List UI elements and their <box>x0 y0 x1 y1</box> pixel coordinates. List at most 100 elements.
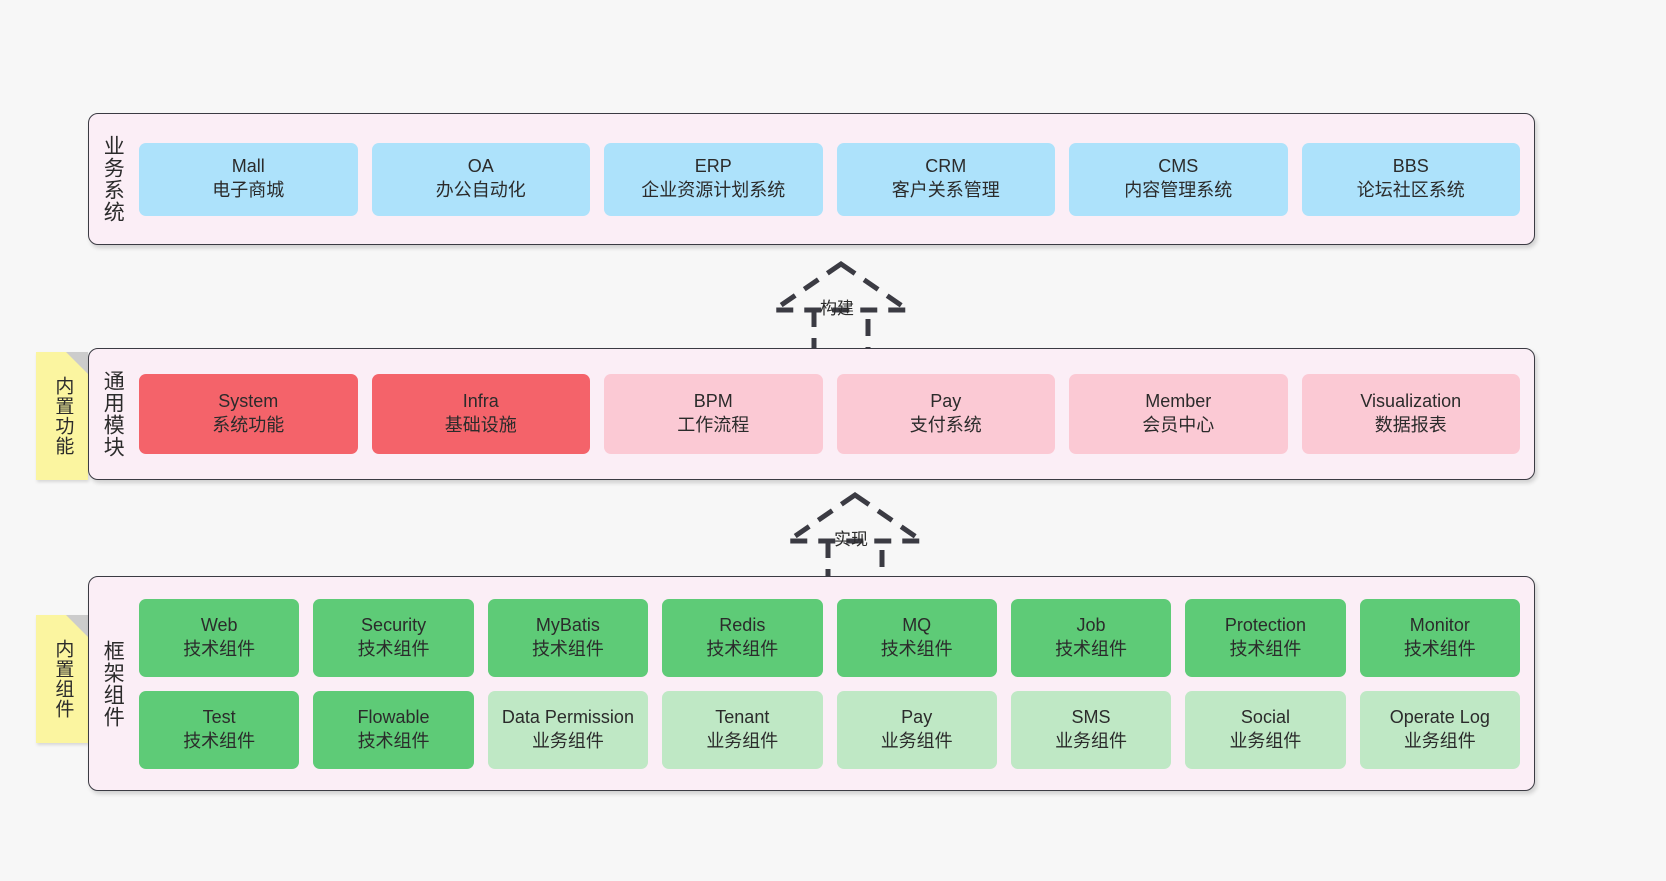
card-oa[interactable]: OA 办公自动化 <box>371 142 590 216</box>
card-title: MyBatis <box>535 614 600 635</box>
card-social[interactable]: Social 业务组件 <box>1185 690 1346 769</box>
card-data-permission[interactable]: Data Permission 业务组件 <box>487 690 649 769</box>
card-job[interactable]: Job 技术组件 <box>1010 598 1172 677</box>
card-web[interactable]: Web 技术组件 <box>139 598 300 677</box>
card-title: Data Permission <box>501 706 634 727</box>
card-subtitle: 基础设施 <box>444 415 517 435</box>
framework-row-tech: Web 技术组件 Security 技术组件 MyBatis 技术组件 Redi… <box>139 598 1520 677</box>
layer-common-modules: 通用模块 System 系统功能 Infra 基础设施 BPM 工作流程 Pay… <box>88 348 1535 480</box>
card-subtitle: 业务组件 <box>531 730 604 751</box>
card-title: Test <box>202 706 236 727</box>
card-mybatis[interactable]: MyBatis 技术组件 <box>487 598 649 677</box>
card-member[interactable]: Member 会员中心 <box>1069 374 1288 454</box>
card-subtitle: 会员中心 <box>1142 415 1215 435</box>
card-title: Visualization <box>1360 391 1462 412</box>
card-pay-module[interactable]: Pay 支付系统 <box>836 374 1055 454</box>
card-infra[interactable]: Infra 基础设施 <box>371 374 590 454</box>
layer-title-business: 业务系统 <box>101 135 125 223</box>
card-subtitle: 技术组件 <box>1055 638 1128 659</box>
card-title: Security <box>361 614 427 635</box>
card-subtitle: 技术组件 <box>357 730 430 751</box>
card-title: BPM <box>693 391 733 412</box>
arrow-build-generalization: 构建 <box>756 258 926 354</box>
card-subtitle: 技术组件 <box>706 638 779 659</box>
card-subtitle: 业务组件 <box>1403 730 1476 751</box>
card-title: Job <box>1076 614 1106 635</box>
sticky-fold-corner-icon <box>66 352 88 374</box>
card-title: CRM <box>925 156 967 177</box>
card-visualization[interactable]: Visualization 数据报表 <box>1301 374 1520 454</box>
card-monitor[interactable]: Monitor 技术组件 <box>1359 598 1520 677</box>
card-title: Social <box>1240 706 1290 727</box>
card-subtitle: 技术组件 <box>183 730 256 751</box>
layer-body-common: System 系统功能 Infra 基础设施 BPM 工作流程 Pay 支付系统… <box>135 349 1534 479</box>
card-protection[interactable]: Protection 技术组件 <box>1185 598 1346 677</box>
card-title: Redis <box>719 614 766 635</box>
card-title: ERP <box>694 156 732 177</box>
card-title: Monitor <box>1409 614 1470 635</box>
card-title: CMS <box>1158 156 1199 177</box>
arrow-implement-label: 实现 <box>834 530 868 549</box>
card-mall[interactable]: Mall 电子商城 <box>139 142 358 216</box>
card-subtitle: 技术组件 <box>1229 638 1302 659</box>
card-flowable[interactable]: Flowable 技术组件 <box>313 690 474 769</box>
card-title: Flowable <box>357 706 430 727</box>
card-title: BBS <box>1392 156 1429 177</box>
card-mq[interactable]: MQ 技术组件 <box>836 598 997 677</box>
card-subtitle: 技术组件 <box>531 638 604 659</box>
card-title: System <box>218 391 279 412</box>
card-cms[interactable]: CMS 内容管理系统 <box>1069 142 1288 216</box>
card-operate-log[interactable]: Operate Log 业务组件 <box>1359 690 1520 769</box>
arrow-implement-generalization: 实现 <box>770 489 940 585</box>
layer-title-common: 通用模块 <box>101 370 125 458</box>
card-title: SMS <box>1071 706 1111 727</box>
sticky-note-label: 内置组件 <box>52 639 74 719</box>
card-title: Member <box>1145 391 1212 412</box>
card-subtitle: 技术组件 <box>357 638 430 659</box>
card-title: Tenant <box>715 706 770 727</box>
layer-title-framework: 框架组件 <box>101 639 125 728</box>
layer-business-systems: 业务系统 Mall 电子商城 OA 办公自动化 ERP 企业资源计划系统 CRM… <box>88 113 1535 245</box>
card-title: Web <box>200 614 238 635</box>
card-subtitle: 数据报表 <box>1374 415 1447 435</box>
card-crm[interactable]: CRM 客户关系管理 <box>836 142 1055 216</box>
card-title: Infra <box>462 391 499 412</box>
card-system[interactable]: System 系统功能 <box>139 374 358 454</box>
layer-body-business: Mall 电子商城 OA 办公自动化 ERP 企业资源计划系统 CRM 客户关系… <box>135 114 1534 244</box>
card-subtitle: 电子商城 <box>212 180 285 200</box>
card-title: Pay <box>930 391 962 412</box>
arrow-build-label: 构建 <box>820 299 854 318</box>
card-title: Mall <box>231 156 265 177</box>
card-subtitle: 内容管理系统 <box>1124 180 1233 200</box>
card-subtitle: 论坛社区系统 <box>1356 180 1465 200</box>
card-pay-component[interactable]: Pay 业务组件 <box>836 690 997 769</box>
card-title: Operate Log <box>1389 706 1490 727</box>
card-title: Protection <box>1224 614 1306 635</box>
card-subtitle: 工作流程 <box>677 415 750 435</box>
card-erp[interactable]: ERP 企业资源计划系统 <box>604 142 823 216</box>
card-bbs[interactable]: BBS 论坛社区系统 <box>1301 142 1520 216</box>
card-subtitle: 技术组件 <box>880 638 953 659</box>
sticky-note-builtin-components: 内置组件 <box>36 615 88 743</box>
card-redis[interactable]: Redis 技术组件 <box>662 598 823 677</box>
card-subtitle: 业务组件 <box>1229 730 1302 751</box>
card-subtitle: 系统功能 <box>212 415 285 435</box>
card-subtitle: 业务组件 <box>1055 730 1128 751</box>
card-bpm[interactable]: BPM 工作流程 <box>604 374 823 454</box>
card-security[interactable]: Security 技术组件 <box>313 598 474 677</box>
sticky-note-builtin-features: 内置功能 <box>36 352 88 480</box>
card-subtitle: 办公自动化 <box>435 180 526 200</box>
card-title: OA <box>467 156 494 177</box>
card-title: Pay <box>901 706 933 727</box>
card-test[interactable]: Test 技术组件 <box>139 690 300 769</box>
card-subtitle: 支付系统 <box>909 415 982 435</box>
card-subtitle: 技术组件 <box>183 638 256 659</box>
card-subtitle: 业务组件 <box>706 730 779 751</box>
card-subtitle: 技术组件 <box>1403 638 1476 659</box>
sticky-note-label: 内置功能 <box>52 376 74 456</box>
card-tenant[interactable]: Tenant 业务组件 <box>662 690 823 769</box>
card-title: MQ <box>902 614 932 635</box>
card-sms[interactable]: SMS 业务组件 <box>1010 690 1172 769</box>
layer-body-framework: Web 技术组件 Security 技术组件 MyBatis 技术组件 Redi… <box>135 577 1534 790</box>
